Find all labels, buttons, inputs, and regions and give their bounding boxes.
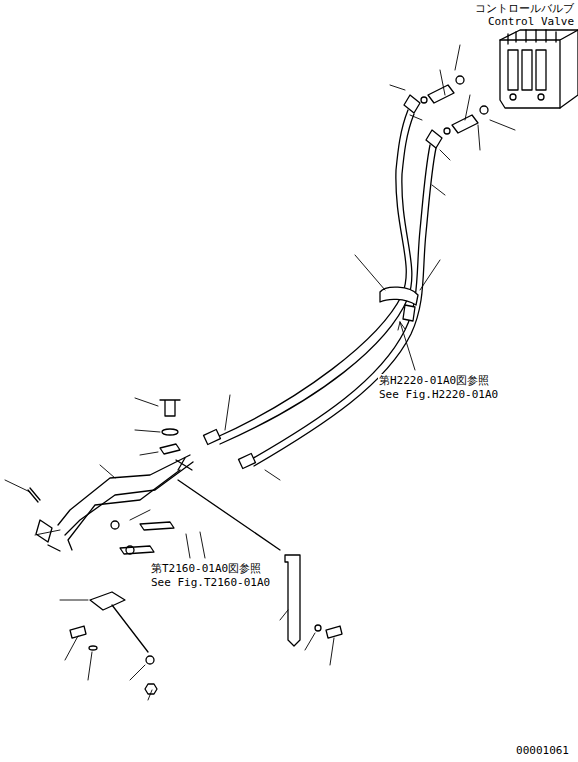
- control-valve: [500, 30, 578, 108]
- leader-lines: [5, 45, 515, 700]
- reference-note: 第T2160-01A0図参照: [150, 562, 262, 575]
- reference-note: See Fig.T2160-01A0: [150, 576, 271, 589]
- drawing-number: 00001061: [515, 744, 570, 757]
- tubes: [28, 455, 193, 551]
- bracket: [70, 592, 157, 694]
- clamp-bolts: [111, 400, 180, 554]
- hoses: [204, 95, 442, 468]
- reference-note: See Fig.H2220-01A0: [378, 388, 499, 401]
- part-name: Control Valve: [487, 15, 575, 28]
- part-name: コントロールバルブ: [474, 2, 575, 15]
- reference-note: 第H2220-01A0図参照: [378, 374, 490, 387]
